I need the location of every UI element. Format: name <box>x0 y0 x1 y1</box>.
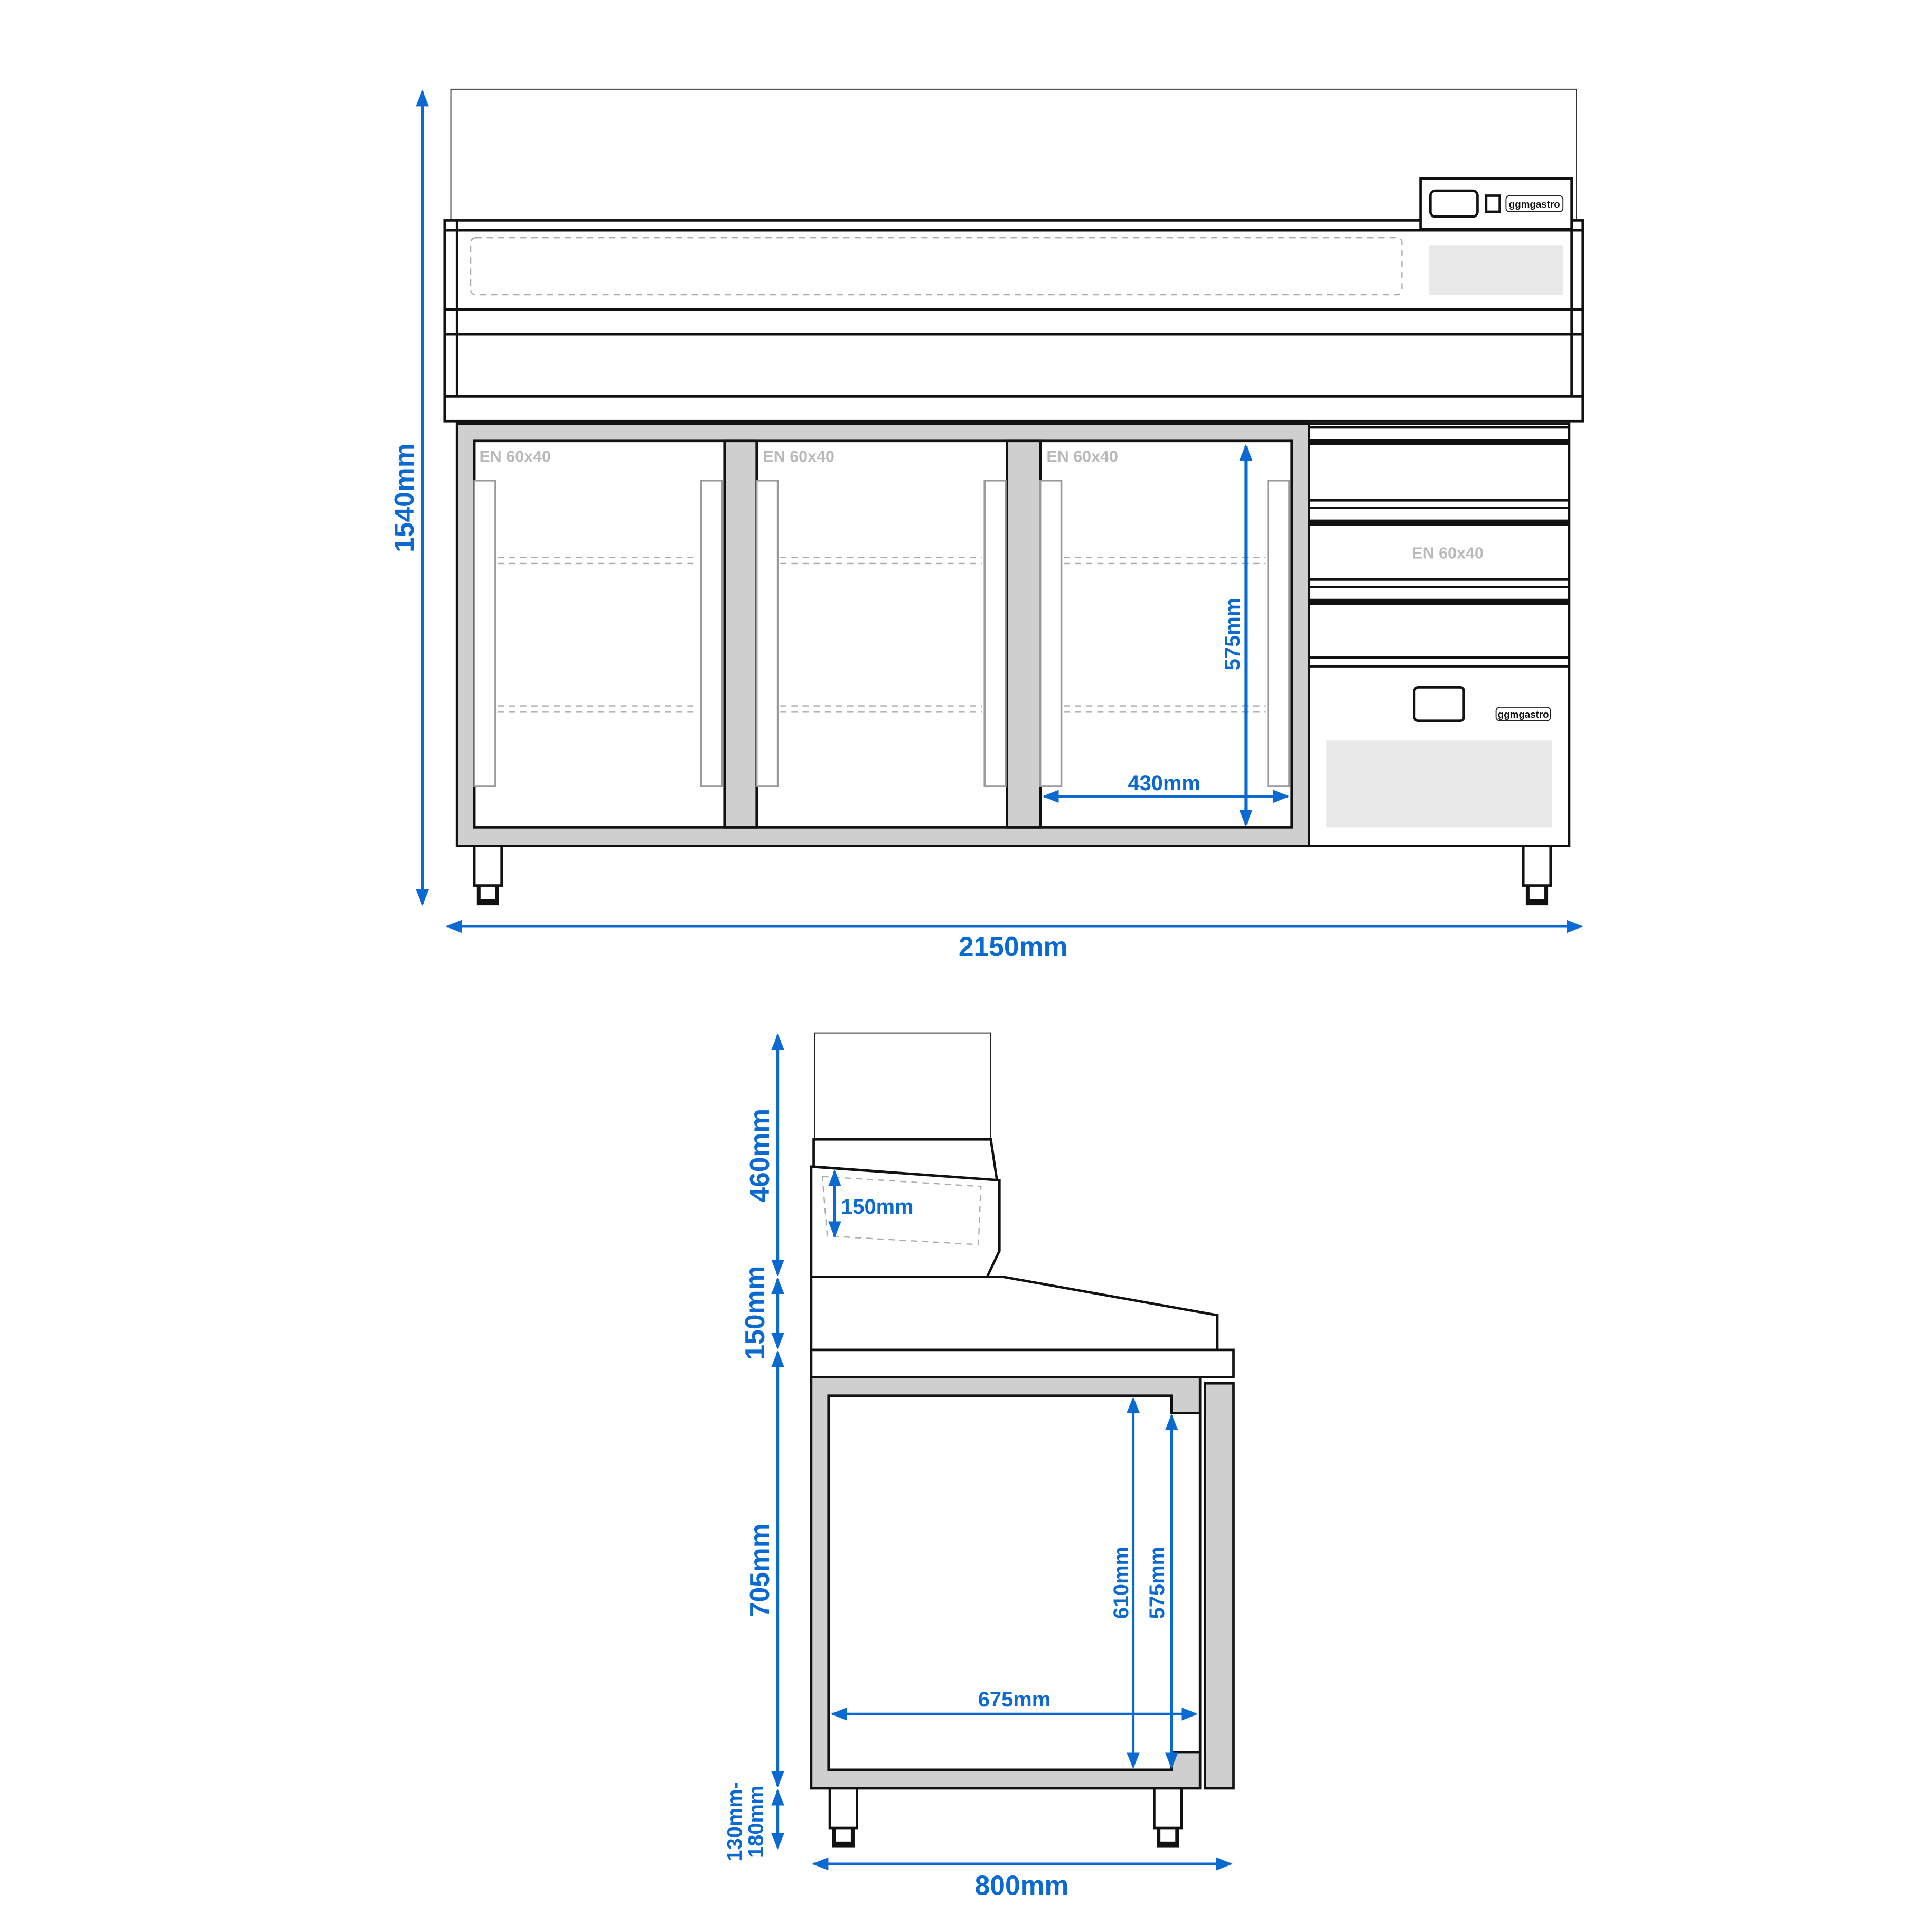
inner-height-label: 575mm <box>1221 598 1244 670</box>
depth-label: 800mm <box>975 1870 1069 1901</box>
door-divider <box>1006 439 1042 829</box>
inner-depth-label: 675mm <box>978 1688 1051 1711</box>
top-control-box: ggmgastro <box>1419 177 1573 231</box>
body-height-label: 705mm <box>744 1523 775 1617</box>
drawers: EN 60x40 <box>1309 426 1569 668</box>
sneeze-guard-glass <box>814 1032 991 1140</box>
pan-depth-label: 150mm <box>841 1195 913 1218</box>
front-view: ggmgastro EN 60x40 EN 60x40 EN 60x40 <box>389 88 1584 962</box>
vent-plate <box>1326 740 1552 828</box>
legs <box>473 845 1552 906</box>
top-rail <box>443 219 1584 423</box>
door-panel <box>1204 1382 1235 1790</box>
shelf-guides <box>473 480 1290 787</box>
cabinet-interior <box>827 1394 1202 1771</box>
display-icon <box>1413 686 1465 723</box>
brand-logo-text: ggmgastro <box>1509 199 1560 210</box>
pan-rail <box>810 1165 1001 1278</box>
shelf-height-label: 575mm <box>1146 1546 1169 1619</box>
legs <box>828 1787 1183 1848</box>
glass-height-label: 460mm <box>744 1109 775 1203</box>
gn-pan-outline <box>821 1176 982 1245</box>
display-icon <box>1429 189 1479 218</box>
side-view: 150mm 460mm 150mm 705mm 130mm- 180mm 800… <box>724 1032 1235 1901</box>
drawer-label: EN 60x40 <box>1412 545 1484 562</box>
compartment-label: EN 60x40 <box>763 448 834 466</box>
gn-pan-outline <box>470 237 1403 296</box>
switch-icon <box>1485 194 1501 213</box>
height-label: 1540mm <box>389 443 419 552</box>
brand-logo-text: ggmgastro <box>1498 709 1549 720</box>
brand-logo <box>1495 706 1551 721</box>
sneeze-guard-glass <box>450 88 1577 221</box>
glass-doors <box>473 439 1293 829</box>
machine-compartment: ggmgastro <box>1326 686 1552 828</box>
counter-height-label: 150mm <box>739 1266 770 1360</box>
brand-logo <box>1505 195 1564 212</box>
worktop <box>810 1348 1235 1378</box>
leg-height-label: 130mm- <box>724 1782 747 1862</box>
compartment-label: EN 60x40 <box>1046 448 1118 466</box>
top-panel-plate <box>1429 245 1563 295</box>
leg-height-label: 180mm <box>744 1786 767 1858</box>
counter-upstand <box>810 1276 1219 1352</box>
width-label: 2150mm <box>959 931 1067 962</box>
door-divider <box>723 439 758 829</box>
compartment-label: EN 60x40 <box>479 448 551 466</box>
inner-height-label: 610mm <box>1110 1546 1133 1619</box>
inner-width-label: 430mm <box>1128 772 1200 795</box>
shelves <box>498 557 1266 713</box>
